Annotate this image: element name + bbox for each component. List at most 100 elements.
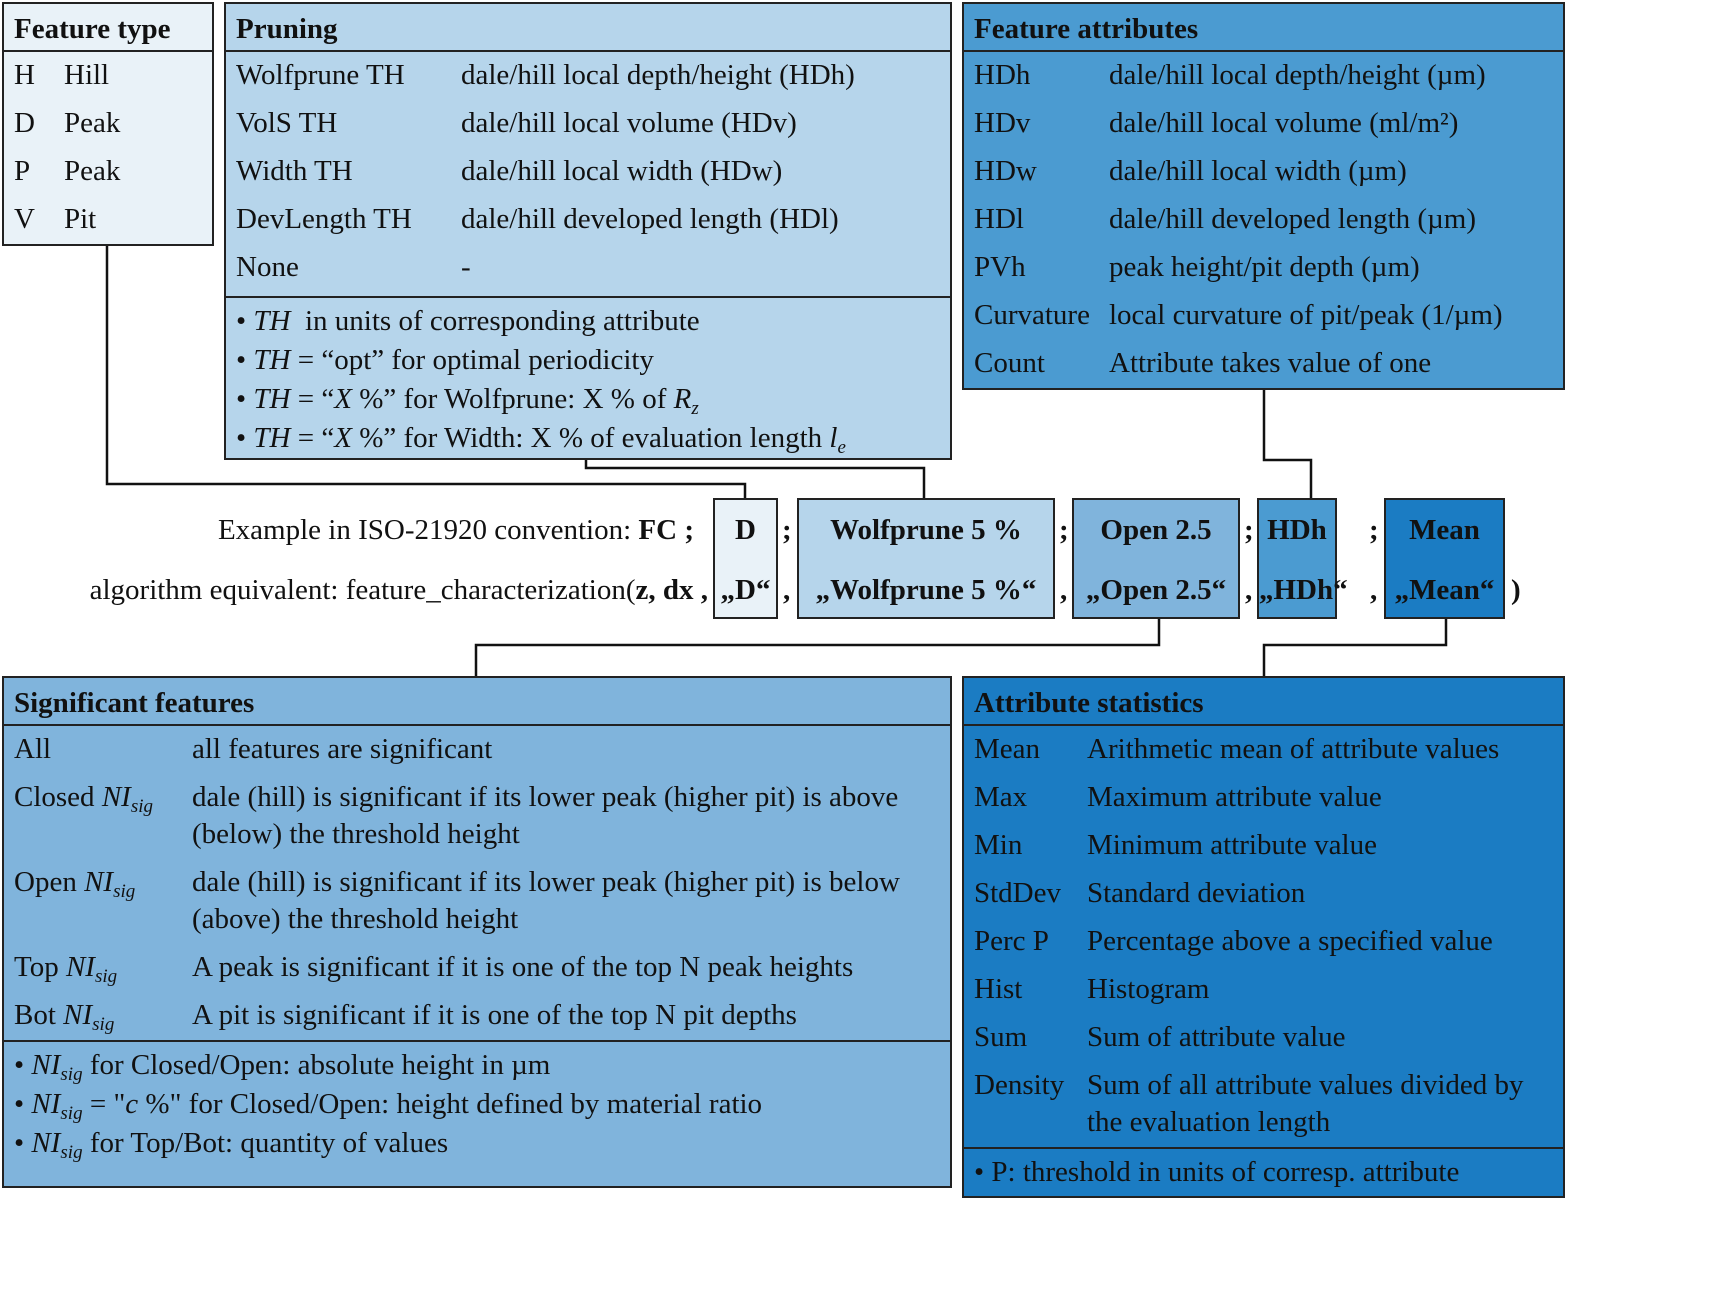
text: %" for Closed/Open: height defined by ma… [138, 1088, 763, 1120]
row-key: Bot NIsig [14, 997, 114, 1034]
separator: ; [782, 514, 792, 546]
note-item: • P: threshold in units of corresp. attr… [974, 1153, 1563, 1192]
row-description: Arithmetic mean of attribute values [1087, 731, 1560, 768]
text: Density [974, 1069, 1065, 1101]
notes: • NI sig for Closed/Open: absolute height… [4, 1040, 950, 1163]
row-description: dale/hill developed length (HDl) [461, 201, 947, 238]
text: Hill [64, 59, 110, 91]
row-key: P [14, 153, 30, 190]
text: dale/hill developed length (µm) [1109, 203, 1477, 235]
text: all features are significant [192, 733, 493, 765]
row-description: Standard deviation [1087, 875, 1560, 912]
row-description: Peak [64, 105, 209, 142]
chip-alg-text: „D“ [720, 574, 771, 606]
table-row: Wolfprune TH dale/hill local depth/height… [226, 52, 947, 100]
row-description: all features are significant [192, 731, 947, 768]
table-row: Density Sum of all attribute values divid… [964, 1062, 1560, 1147]
text: peak height/pit depth (µm) [1109, 251, 1420, 283]
text: dale (hill) is significant if its lower … [192, 781, 906, 850]
row-key: H [14, 57, 35, 94]
chip-statistic: Mean„Mean“ [1384, 498, 1505, 619]
text: dale/hill local width (HDw) [461, 155, 783, 187]
subscript: sig [113, 881, 136, 902]
text: HDl [974, 203, 1024, 235]
text: Bot [14, 999, 64, 1031]
chip-pruning: Wolfprune 5 %„Wolfprune 5 %“ [797, 498, 1055, 619]
note-item: • NIsig for Top/Bot: quantity of values [14, 1124, 950, 1163]
text: HDw [974, 155, 1037, 187]
text: A peak is significant if it is one of th… [192, 951, 854, 983]
iso-example-label: Example in ISO-21920 convention: FC ; [218, 500, 694, 560]
row-description: dale/hill local volume (ml/m²) [1109, 105, 1560, 142]
row-key: None [236, 249, 299, 286]
chip-attribute: HDh„HDh“ [1257, 498, 1348, 619]
text: Wolfprune TH [236, 59, 405, 91]
row-key: Min [974, 827, 1022, 864]
note-item: • TH in units of corresponding attribute [236, 302, 950, 341]
row-key: Perc P [974, 923, 1049, 960]
chip-iso-text: D [735, 514, 756, 546]
table-row: Hist Histogram [964, 966, 1560, 1014]
text: Histogram [1087, 973, 1210, 1005]
text: HDh [974, 59, 1031, 91]
row-description: A pit is significant if it is one of the… [192, 997, 947, 1034]
math-symbol: NI [31, 1049, 61, 1081]
row-description: A peak is significant if it is one of th… [192, 949, 947, 986]
separator: ; [684, 514, 694, 546]
text: VolS TH [236, 107, 338, 139]
row-key: Density [974, 1067, 1064, 1104]
text: Attribute takes value of one [1109, 347, 1432, 379]
table-row: Bot NIsig A pit is significant if it is o… [4, 992, 947, 1040]
row-description: dale/hill local depth/height (HDh) [461, 57, 947, 94]
text: Hist [974, 973, 1023, 1005]
row-description: dale (hill) is significant if its lower … [192, 779, 947, 853]
chip-alg-text: „Mean“ [1394, 574, 1495, 606]
text: Width TH [236, 155, 353, 187]
text: • P: threshold in units of corresp. attr… [974, 1156, 1460, 1188]
row-key: DevLength TH [236, 201, 412, 238]
text: Peak [64, 155, 121, 187]
comma: , [1060, 574, 1068, 606]
text: = “opt” for optimal periodicity [290, 344, 654, 376]
row-description: dale/hill developed length (µm) [1109, 201, 1560, 238]
row-description: dale/hill local width (µm) [1109, 153, 1560, 190]
row-description: Sum of attribute value [1087, 1019, 1560, 1056]
row-description: Pit [64, 201, 209, 238]
text: • [14, 1127, 32, 1159]
separator: ; [1244, 514, 1254, 546]
table-row: P Peak [4, 148, 209, 196]
note-item: • NIsig for Closed/Open: absolute height… [14, 1046, 950, 1085]
text: Sum of attribute value [1087, 1021, 1346, 1053]
table-row: Mean Arithmetic mean of attribute values [964, 726, 1560, 774]
closing-paren: ) [1511, 574, 1521, 606]
text: Count [974, 347, 1045, 379]
row-key: Curvature [974, 297, 1090, 334]
row-key: StdDev [974, 875, 1061, 912]
row-description: dale/hill local volume (HDv) [461, 105, 947, 142]
subscript: sig [60, 1103, 83, 1124]
text: local curvature of pit/peak (1/µm) [1109, 299, 1503, 331]
text: Top [14, 951, 66, 983]
text: dale/hill local depth/height (HDh) [461, 59, 855, 91]
text: = “ [290, 422, 335, 454]
math-symbol: NI [31, 1127, 61, 1159]
table-row: None- [226, 244, 947, 292]
row-description: Sum of all attribute values divided by t… [1087, 1067, 1560, 1141]
panel-title: Feature type [4, 4, 212, 52]
chip-alg-text: „Open 2.5“ [1085, 574, 1227, 606]
text: dale/hill local volume (ml/m²) [1109, 107, 1459, 139]
separator: ; [1369, 514, 1379, 546]
row-description: Maximum attribute value [1087, 779, 1560, 816]
row-key: Count [974, 345, 1045, 382]
comma: , [1245, 574, 1253, 606]
math-symbol: l [829, 422, 838, 454]
text: Mean [974, 733, 1041, 765]
text: for Closed/Open: absolute height in µm [82, 1049, 551, 1081]
